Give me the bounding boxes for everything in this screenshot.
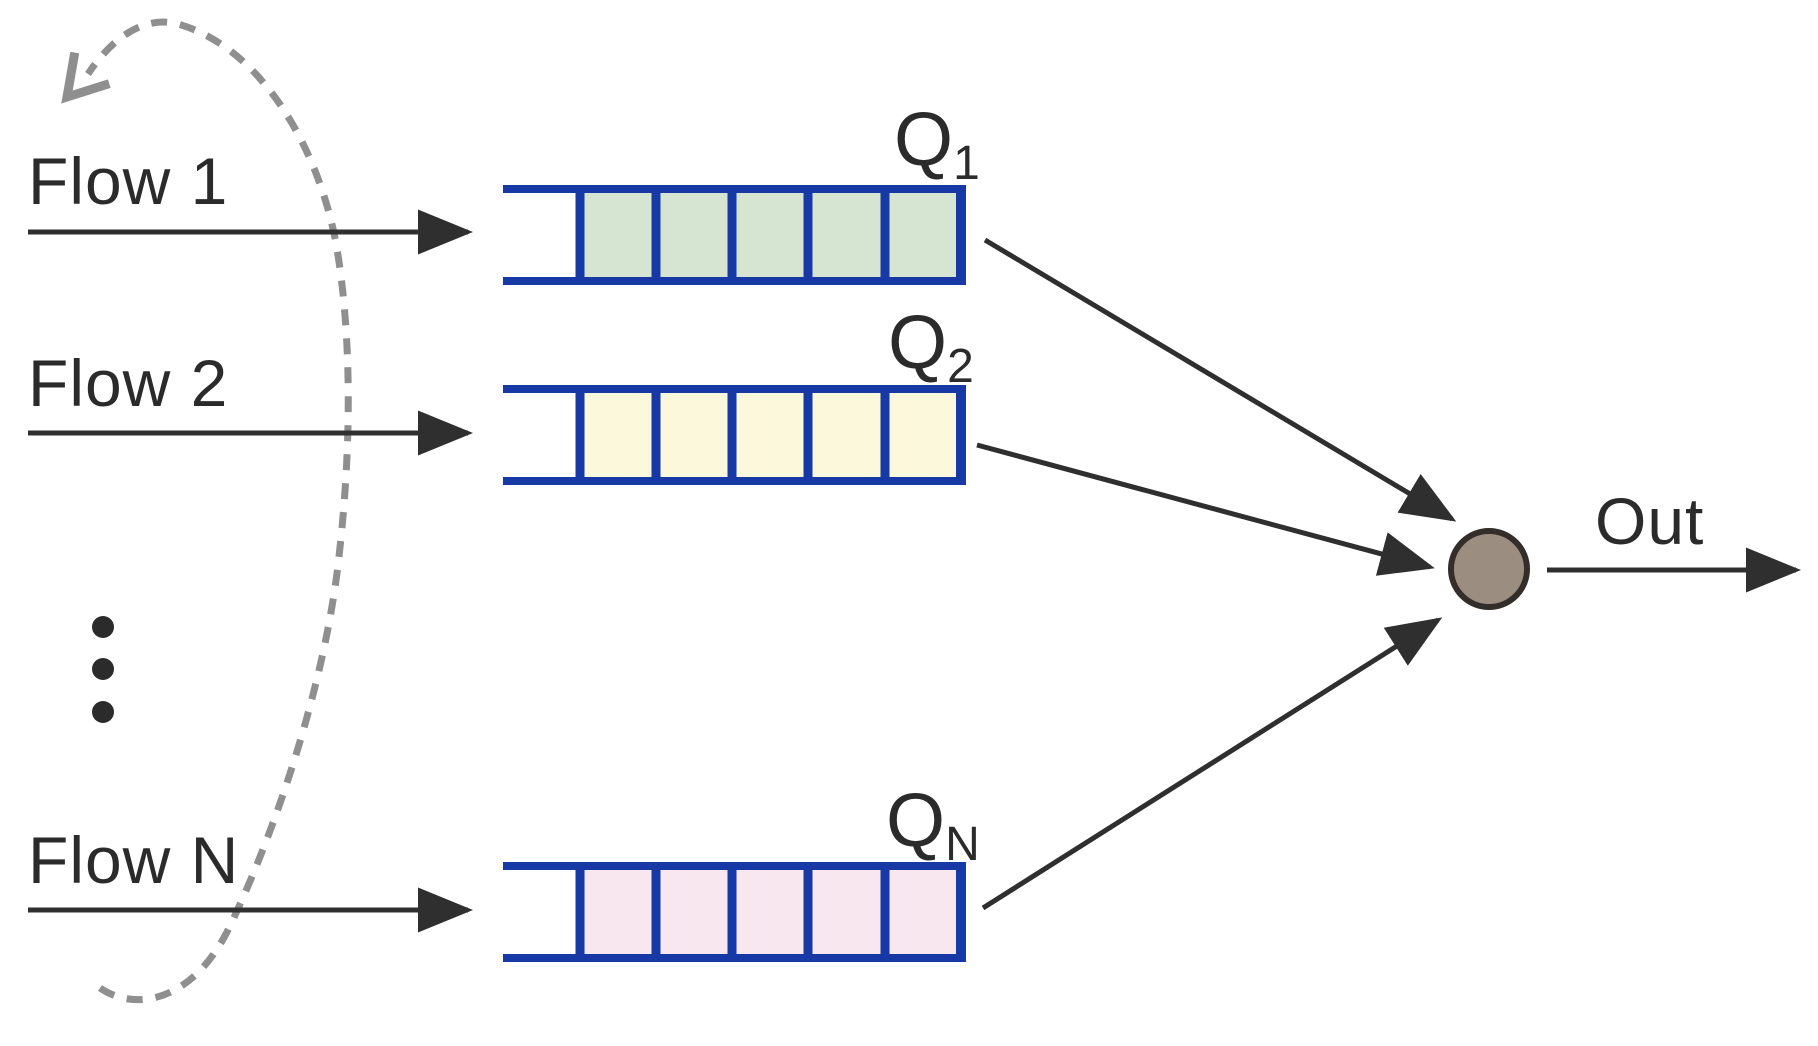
queue-qn-cells [580,869,962,955]
round-robin-arc [61,18,352,1004]
queue-q2-label-main: Q [888,300,948,385]
queue-q1 [503,185,966,285]
queue-q2-label-subscript: 2 [947,340,974,393]
ellipsis-dot [92,616,114,638]
flow-arrows [28,209,473,933]
q1-to-scheduler-arrow [983,237,1457,522]
queue-to-scheduler-arrows [976,237,1457,911]
queue-q1-label-subscript: 1 [953,137,980,190]
queue-qn-label-subscript: N [945,818,980,871]
queue-q2 [503,385,966,485]
flow-1-label: Flow 1 [28,144,229,218]
round-robin-arc-path [85,18,352,1004]
vertical-ellipsis-icon [92,616,114,723]
flow-n-label: Flow N [28,823,240,897]
queue-q2-label: Q2 [888,305,974,391]
queue-q2-cells [580,392,962,478]
round-robin-arrowhead-icon [61,51,111,104]
flow-2-label: Flow 2 [28,346,229,420]
ellipsis-dot [92,701,114,723]
queue-qn-label: QN [886,783,980,869]
out-label: Out [1595,484,1705,558]
q2-to-scheduler-arrow [976,442,1435,576]
queue-q1-cells [580,192,962,278]
queue-qn-label-main: Q [886,778,946,863]
queue-q1-label: Q1 [894,102,980,188]
qn-to-scheduler-arrow [981,617,1443,911]
ellipsis-dot [92,658,114,680]
queue-q1-label-main: Q [894,97,954,182]
queue-qn [503,862,966,962]
scheduler-node [1448,528,1530,610]
